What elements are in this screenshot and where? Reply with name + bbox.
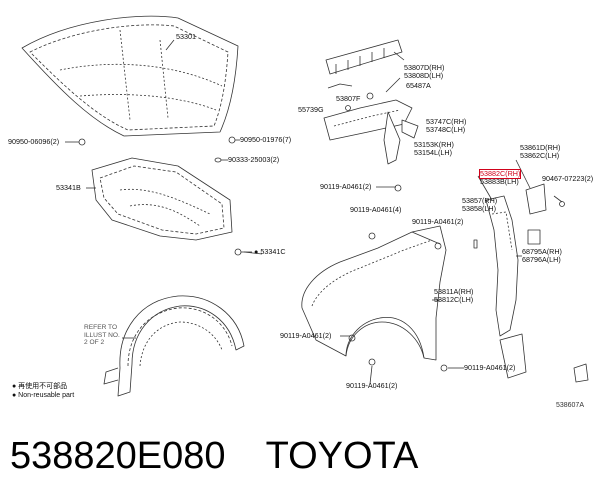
fender-bracket-part xyxy=(525,183,547,215)
label-line: 53747C(RH) xyxy=(426,117,467,126)
refer-note-line: REFER TO xyxy=(84,324,118,331)
plug-icon xyxy=(214,157,222,163)
label-90950-06096: 90950-06096(2) xyxy=(8,137,60,146)
label-90119-A0461-4: 90119-A0461(4) xyxy=(350,205,402,214)
label-90119-A0461-2c: 90119-A0461(2) xyxy=(280,331,332,340)
legend: ● 再使用不可部品 ● Non-reusable part xyxy=(12,382,74,400)
cowl-seal-part xyxy=(323,39,419,165)
label-53153K-53154L: 53153K(RH) 53154L(LH) xyxy=(414,141,454,157)
front-fender-part xyxy=(301,225,447,361)
label-53882C-53883B: 53882C(RH) 53883B(LH) xyxy=(478,169,522,186)
brand-name: TOYOTA xyxy=(265,435,419,477)
label-line: 53808D(LH) xyxy=(404,71,444,80)
label-line: 53154L(LH) xyxy=(414,148,452,157)
label-53341C: ● 53341C xyxy=(254,247,286,256)
fender-liner-seal-part xyxy=(499,333,527,379)
clip-icon xyxy=(234,248,242,256)
label-line: 53811A(RH) xyxy=(434,287,474,296)
label-90333-25003: 90333-25003(2) xyxy=(228,155,280,164)
label-line: 53883B(LH) xyxy=(480,177,519,186)
fender-seal-part xyxy=(473,195,519,337)
label-line: 53857(RH) xyxy=(462,196,498,205)
bolt-icon xyxy=(440,364,448,372)
label-90119-A0461-2e: 90119-A0461(2) xyxy=(346,381,398,390)
label-line: 53153K(RH) xyxy=(414,140,454,149)
highlighted-part-label: 53882C(RH) xyxy=(478,169,522,179)
diagram-ref-code: 538607A xyxy=(555,402,584,409)
label-line: 53807D(RH) xyxy=(404,63,445,72)
legend-item-jp: ● 再使用不可部品 xyxy=(12,383,68,390)
part-number: 538820E080 xyxy=(10,435,226,477)
label-55739G: 55739G xyxy=(298,105,324,114)
legend-item-en: ● Non-reusable part xyxy=(12,392,75,399)
engine-under-cover-part xyxy=(91,157,233,241)
label-68795A-68796A: 68795A(RH) 68796A(LH) xyxy=(522,248,562,264)
part-title: 538820E080 TOYOTA xyxy=(10,432,590,480)
label-53857-53858: 53857(RH) 53858(LH) xyxy=(462,197,497,213)
label-line: 53861D(RH) xyxy=(520,143,561,152)
clip-icon xyxy=(78,138,86,146)
label-line: 53862C(LH) xyxy=(520,151,560,160)
label-line: 53858(LH) xyxy=(462,204,496,213)
label-line: 53748C(LH) xyxy=(426,125,466,134)
fender-liner-part xyxy=(103,295,245,397)
bolt-icon xyxy=(228,136,236,144)
bolt-icon xyxy=(368,232,376,240)
label-line: 68795A(RH) xyxy=(522,247,562,256)
refer-note: REFER TO ILLUST NO. 2 OF 2 xyxy=(84,324,120,347)
bolt-icon xyxy=(394,184,402,192)
clip-icon xyxy=(345,105,351,111)
label-90119-A0461-2a: 90119-A0461(2) xyxy=(320,182,372,191)
label-53341B: 53341B xyxy=(56,183,81,192)
label-90119-A0461-2b: 90119-A0461(2) xyxy=(412,217,464,226)
label-53341C-text: 53341C xyxy=(260,247,286,256)
label-90467-07223: 90467-07223(2) xyxy=(542,174,594,183)
pad-part xyxy=(527,229,541,245)
clip-icon xyxy=(366,92,374,100)
label-line: 68796A(LH) xyxy=(522,255,561,264)
hood-part xyxy=(21,15,239,137)
refer-note-line: 2 OF 2 xyxy=(84,339,105,346)
clip-icon xyxy=(559,201,565,207)
label-53301: 53301 xyxy=(176,32,196,41)
label-53861D-53862C: 53861D(RH) 53862C(LH) xyxy=(520,144,560,160)
bolt-icon xyxy=(348,334,356,342)
label-53747C-53748C: 53747C(RH) 53748C(LH) xyxy=(426,118,466,134)
label-90950-01976: 90950-01976(7) xyxy=(240,135,292,144)
label-line: 53812C(LH) xyxy=(434,295,474,304)
label-53807F: 53807F xyxy=(336,94,361,103)
label-90119-A0461-2d: 90119-A0461(2) xyxy=(464,363,516,372)
label-65487A: 65487A xyxy=(406,81,431,90)
refer-note-line: ILLUST NO. xyxy=(84,331,120,339)
bolt-icon xyxy=(368,358,376,366)
parts-exploded-diagram xyxy=(21,15,589,397)
label-53807D-53808D: 53807D(RH) 53808D(LH) xyxy=(404,64,444,80)
label-53811A-53812C: 53811A(RH) 53812C(LH) xyxy=(434,288,473,304)
